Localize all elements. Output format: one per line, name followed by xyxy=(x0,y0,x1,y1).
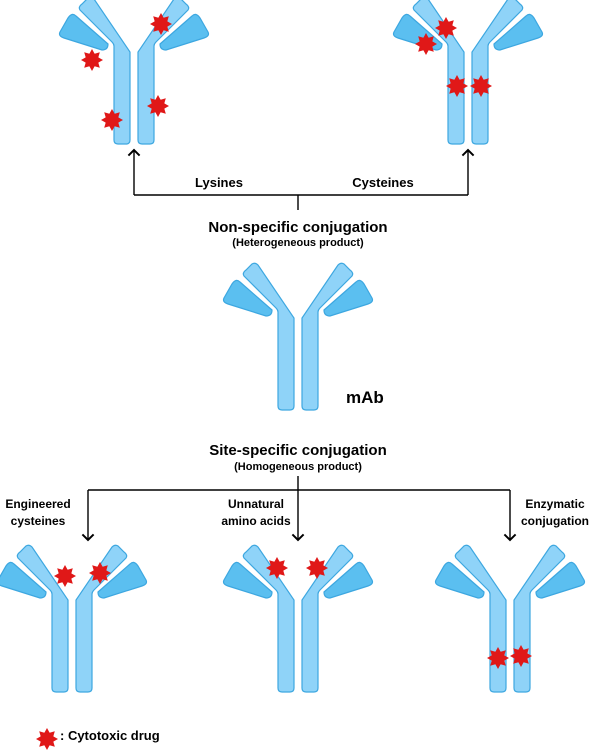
nonspecific-title: Non-specific conjugation xyxy=(208,219,388,236)
light-chain-left xyxy=(222,561,273,599)
label-engineered: Engineered xyxy=(5,497,71,511)
mab-label: mAb xyxy=(346,388,384,407)
cytotoxic-drug-icon xyxy=(266,557,288,579)
label-cysteines-engineered: cysteines xyxy=(10,514,66,528)
heavy-chain-left xyxy=(242,544,295,693)
cytotoxic-drug-icon xyxy=(147,95,169,117)
cytotoxic-drug-icon xyxy=(415,33,437,55)
label-conjugation: conjugation xyxy=(521,514,589,528)
cytotoxic-drug-icon xyxy=(446,75,468,97)
legend-label: : Cytotoxic drug xyxy=(60,728,160,743)
light-chain-left xyxy=(222,279,273,317)
light-chain-left xyxy=(434,561,485,599)
heavy-chain-right xyxy=(301,262,354,411)
label-enzymatic: Enzymatic xyxy=(525,497,585,511)
cytotoxic-drug-icon xyxy=(101,109,123,131)
heavy-chain-right xyxy=(301,544,354,693)
cytotoxic-drug-icon xyxy=(89,562,111,584)
label-amino-acids: amino acids xyxy=(221,514,291,528)
sitespecific-title: Site-specific conjugation xyxy=(209,442,387,459)
heavy-chain-right xyxy=(513,544,566,693)
label-cysteines: Cysteines xyxy=(352,175,414,190)
cytotoxic-drug-icon xyxy=(54,565,76,587)
heavy-chain-left xyxy=(78,0,131,145)
antibody-enzymatic-conjugation xyxy=(434,544,586,693)
heavy-chain-left xyxy=(16,544,69,693)
heavy-chain-right xyxy=(471,0,524,145)
cytotoxic-drug-icon xyxy=(487,647,509,669)
heavy-chain-left xyxy=(412,0,465,145)
sitespecific-subtitle: (Homogeneous product) xyxy=(234,461,362,473)
light-chain-right xyxy=(97,561,148,599)
antibody-lysine-conjugate xyxy=(58,0,210,145)
light-chain-right xyxy=(323,279,374,317)
cytotoxic-drug-icon xyxy=(36,728,58,750)
antibody-unnatural-amino-acids xyxy=(222,544,374,693)
nonspecific-subtitle: (Heterogeneous product) xyxy=(232,237,364,249)
antibody-cysteine-conjugate xyxy=(392,0,544,145)
light-chain-right xyxy=(159,13,210,51)
light-chain-right xyxy=(535,561,586,599)
light-chain-left xyxy=(58,13,109,51)
cytotoxic-drug-icon xyxy=(510,645,532,667)
heavy-chain-left xyxy=(454,544,507,693)
cytotoxic-drug-icon xyxy=(81,49,103,71)
label-lysines: Lysines xyxy=(195,175,243,190)
heavy-chain-right xyxy=(75,544,128,693)
cytotoxic-drug-icon xyxy=(150,13,172,35)
cytotoxic-drug-icon xyxy=(306,557,328,579)
cytotoxic-drug-icon xyxy=(435,17,457,39)
light-chain-right xyxy=(493,13,544,51)
light-chain-left xyxy=(0,561,47,599)
antibody-engineered-cysteines xyxy=(0,544,148,693)
cytotoxic-drug-icon xyxy=(470,75,492,97)
heavy-chain-left xyxy=(242,262,295,411)
antibody-mab xyxy=(222,262,374,411)
light-chain-right xyxy=(323,561,374,599)
label-unnatural: Unnatural xyxy=(227,497,285,511)
